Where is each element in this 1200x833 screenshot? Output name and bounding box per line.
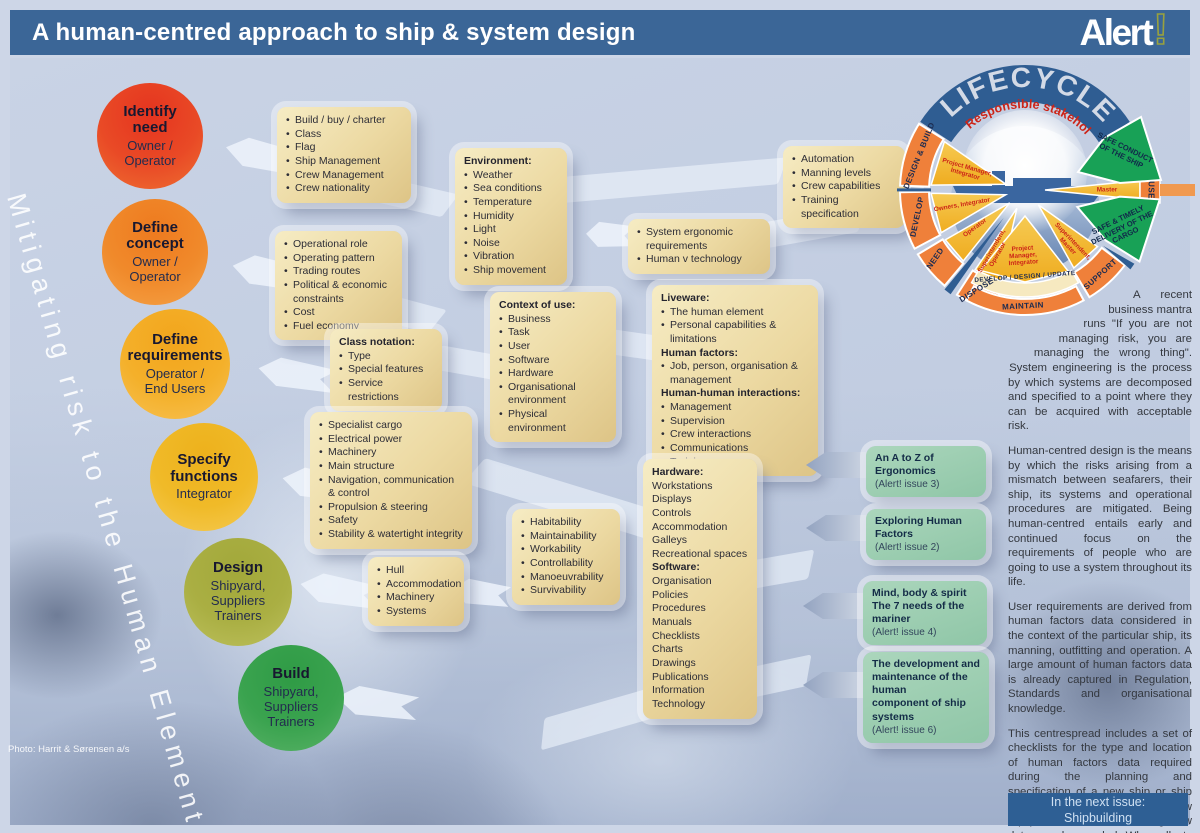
checklist-ship-functions: Specialist cargo Electrical power Machin… [310, 412, 472, 549]
lifecycle-wheel-graphic: LIFECYCLE Responsible stakeholders [891, 49, 1195, 317]
alert-logo-text: Alert [1079, 11, 1154, 53]
checklist-hull: Hull Accommodation Machinery Systems [368, 557, 464, 626]
checklist-operational-role: Operational role Operating pattern Tradi… [275, 231, 402, 341]
issue-link-ergonomics[interactable]: An A to Z of Ergonomics (Alert! issue 3) [866, 446, 986, 498]
article-text: A recent business mantra runs "If you ar… [1008, 288, 1192, 833]
next-issue-label: In the next issue: [1050, 795, 1146, 809]
next-issue-value: Shipbuilding [1063, 810, 1133, 825]
stage-specify-functions: Specify functions Integrator [150, 423, 258, 531]
lifecycle-wheel: LIFECYCLE Responsible stakeholders DESIG… [891, 49, 1195, 328]
stage-build: Build Shipyard, Suppliers Trainers [238, 645, 344, 751]
article-paragraph: A recent business mantra runs "If you ar… [1008, 289, 1192, 433]
issue-link-mind-body-spirit[interactable]: Mind, body & spirit The 7 needs of the m… [863, 581, 987, 646]
alert-logo-bang: ! [1153, 4, 1169, 54]
checklist-ship-qualities: Habitability Maintainability Workability… [512, 509, 620, 605]
page-title: A human-centred approach to ship & syste… [32, 18, 636, 46]
checklist-environment: Environment: Weather Sea conditions Temp… [455, 148, 567, 285]
stage-identify-need: Identify need Owner / Operator [97, 83, 203, 189]
checklist-system-ergonomics: System ergonomic requirements Human v te… [628, 219, 770, 274]
stage-design: Design Shipyard, Suppliers Trainers [184, 538, 292, 646]
article-paragraph: User requirements are derived from human… [1008, 600, 1192, 716]
checklist-liveware: Liveware: The human element Personal cap… [652, 285, 818, 477]
next-issue-box: In the next issue: Shipbuilding [1008, 793, 1188, 826]
checklist-automation: Automation Manning levels Crew capabilit… [783, 146, 905, 229]
issue-link-ship-systems[interactable]: The development and maintenance of the h… [863, 652, 989, 743]
stage-define-requirements: Define requirements Operator / End Users [120, 309, 230, 419]
checklist-build-buy-charter: Build / buy / charter Class Flag Ship Ma… [277, 107, 411, 203]
checklist-hardware-software: Hardware: Workstations Displays Controls… [643, 459, 757, 719]
checklist-context-of-use: Context of use: Business Task User Softw… [490, 292, 616, 443]
issue-link-human-factors[interactable]: Exploring Human Factors (Alert! issue 2) [866, 509, 986, 561]
article-paragraph: Human-centred design is the means by whi… [1008, 444, 1192, 589]
header-bar: A human-centred approach to ship & syste… [10, 6, 1190, 55]
alert-logo: Alert! [1079, 6, 1169, 53]
photo-credit: Photo: Harrit & Sørensen a/s [8, 744, 130, 755]
checklist-class-notation: Class notation: Type Special features Se… [330, 329, 442, 412]
stage-define-concept: Define concept Owner / Operator [102, 199, 208, 305]
